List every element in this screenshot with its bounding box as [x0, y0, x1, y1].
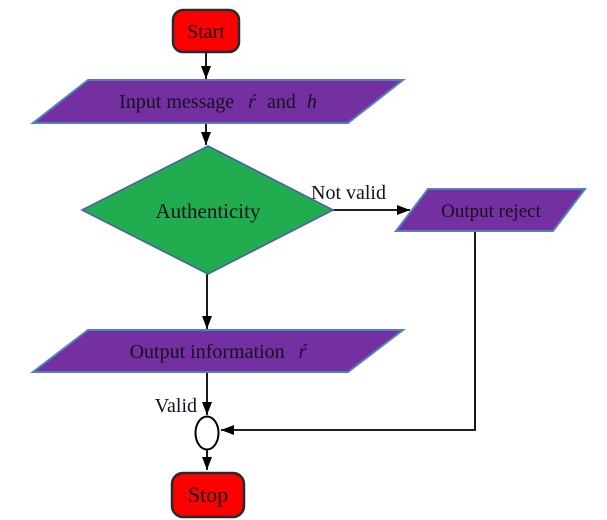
- start-node: [171, 8, 241, 54]
- output-information-node: [30, 329, 406, 373]
- input-message-node: [30, 79, 406, 124]
- not-valid-edge-label: Not valid: [311, 182, 386, 204]
- junction-connector-node: [194, 415, 220, 451]
- output-reject-node: [393, 188, 588, 232]
- stop-node: [170, 471, 246, 519]
- input-message-conj: and: [267, 91, 296, 113]
- authenticity-label: Authenticity: [156, 199, 261, 223]
- input-message-var2: h: [307, 91, 317, 113]
- output-information-var1: ŕ: [299, 341, 308, 363]
- authenticity-decision-node: [80, 145, 335, 275]
- output-reject-label: Output reject: [441, 201, 541, 222]
- output-information-label: Output information ŕ: [130, 341, 308, 363]
- output-information-prefix: Output information: [130, 341, 285, 363]
- input-message-var1: ŕ: [248, 91, 257, 113]
- input-message-label: Input message ŕ and h: [119, 91, 317, 113]
- input-message-prefix: Input message: [119, 91, 234, 113]
- stop-node-label: Stop: [188, 482, 228, 507]
- start-node-label: Start: [187, 21, 225, 43]
- edge-reject-to-connector: [221, 231, 476, 435]
- valid-edge-label: Valid: [155, 395, 197, 417]
